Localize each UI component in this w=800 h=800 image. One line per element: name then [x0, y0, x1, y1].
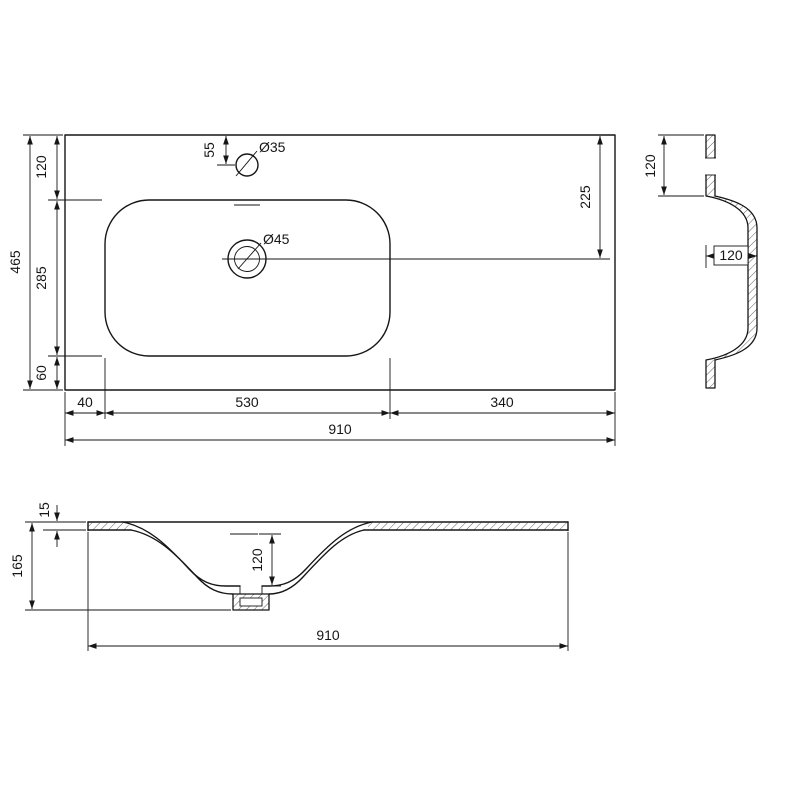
overall-depth-label: 465 [7, 250, 23, 274]
top-rim-label: 120 [33, 155, 49, 179]
basin-outline [104, 199, 391, 357]
countertop-outline [64, 134, 616, 391]
front-bowl-outer-left [130, 529, 234, 595]
left-rim-label: 40 [77, 394, 93, 410]
front-overall-height-label: 165 [9, 554, 25, 578]
front-slab-hatch-left [88, 522, 129, 530]
drain-outlet [239, 597, 263, 607]
front-overall-width-label: 910 [316, 627, 340, 643]
bottom-rim-label: 60 [33, 365, 49, 381]
side-bowl-depth-label-box [713, 245, 749, 266]
drain-dia-label: Ø45 [263, 231, 290, 247]
faucet-offset-label: 55 [201, 142, 217, 158]
right-rim-label: 340 [490, 394, 514, 410]
side-section-view: 120 120 [642, 134, 758, 389]
side-top-rim-label: 120 [642, 154, 658, 178]
overall-width-label: 910 [328, 421, 352, 437]
side-bowl-depth-label: 120 [719, 247, 743, 263]
front-bowl-inner-left [122, 521, 241, 587]
faucet-dia-label: Ø35 [259, 139, 286, 155]
faucet-leader-line [235, 150, 258, 177]
front-slab-hatch-right [368, 522, 568, 530]
front-bowl-inner-right [261, 521, 373, 587]
top-view-plan: Ø35 55 Ø45 225 465 120 285 60 [7, 134, 616, 446]
drain-leader-line [237, 242, 262, 270]
side-profile [705, 134, 758, 389]
basin-depth-label: 285 [33, 266, 49, 290]
front-bowl-outer-right [268, 529, 365, 595]
side-faucet-hole-cut [704, 158, 717, 175]
basin-width-label: 530 [235, 394, 259, 410]
front-bowl-depth-label: 120 [249, 548, 265, 572]
front-top-thickness-label: 15 [36, 502, 52, 518]
faucet-hole [235, 153, 259, 177]
drain-offset-label: 225 [577, 185, 593, 209]
front-section-view: 15 165 120 910 [9, 502, 569, 651]
